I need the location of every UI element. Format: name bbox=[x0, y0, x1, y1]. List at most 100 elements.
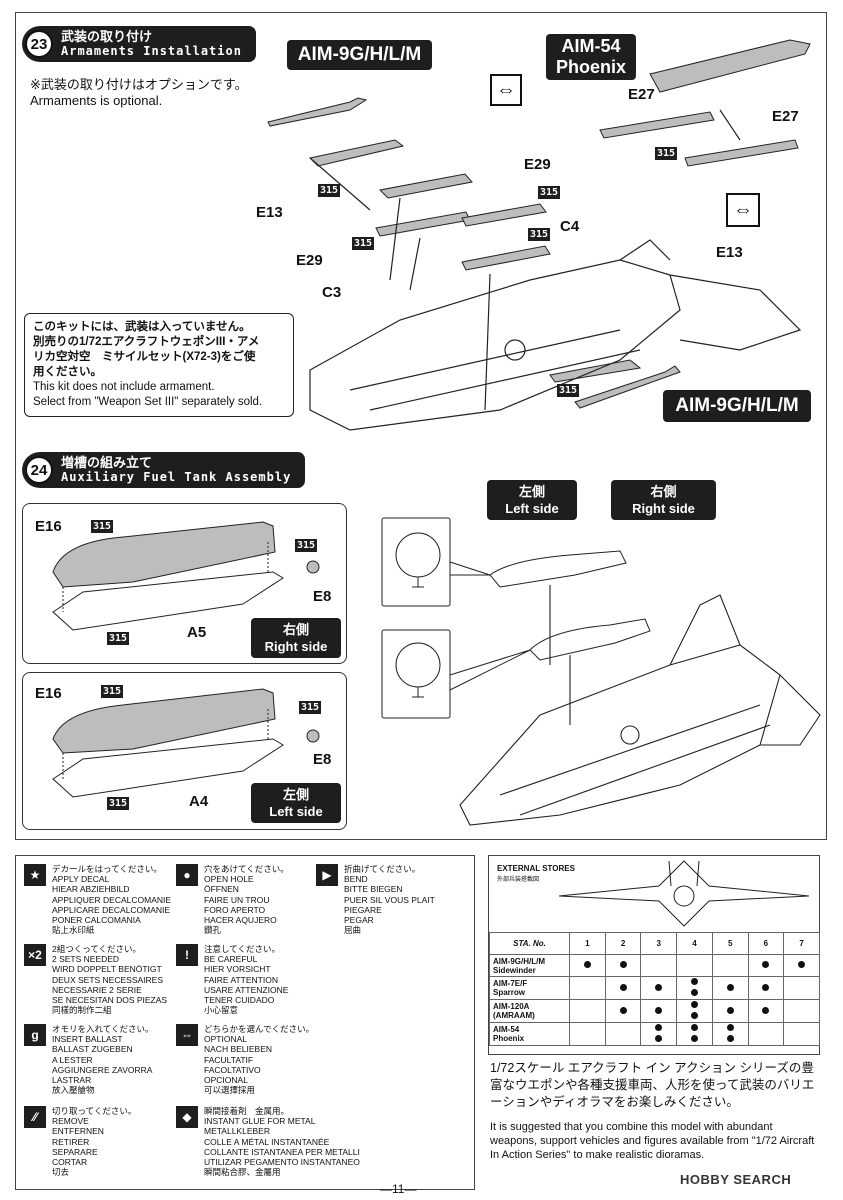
station-cell bbox=[604, 976, 642, 1000]
legend-line: デカールをはってください。 bbox=[52, 864, 162, 874]
store-name: AIM-120A(AMRAAM) bbox=[489, 999, 570, 1023]
legend-line: BALLAST ZUGEBEN bbox=[52, 1044, 133, 1055]
store-dot bbox=[690, 978, 698, 985]
optional-note: ※武装の取り付けはオプションです。 Armaments is optional. bbox=[30, 77, 248, 109]
store-dot bbox=[690, 989, 698, 996]
legend-line: APPLIQUER DECALCOMANIE bbox=[52, 894, 172, 905]
station-cell bbox=[640, 976, 678, 1000]
legend-line: COLLE A MÉTAL INSTANTANÉE bbox=[204, 1136, 330, 1147]
part-label: E29 bbox=[524, 156, 551, 173]
aim54-label: AIM-54 Phoenix bbox=[546, 34, 636, 80]
legend-line: NACH BELIEBEN bbox=[204, 1044, 273, 1055]
station-cell bbox=[640, 999, 678, 1023]
store-dot bbox=[690, 1012, 698, 1019]
step-23-number: 23 bbox=[25, 30, 53, 58]
station-cell bbox=[783, 1022, 820, 1046]
store-dot bbox=[762, 983, 770, 991]
part-label: E8 bbox=[313, 588, 332, 605]
aim9-bottom-label: AIM-9G/H/L/M bbox=[663, 390, 811, 422]
optional-icon: ⇔ bbox=[490, 74, 522, 106]
paint-badge: 315 bbox=[655, 147, 678, 160]
left-tank-drawing bbox=[52, 688, 320, 798]
paint-badge: 315 bbox=[299, 701, 322, 714]
step-24-number: 24 bbox=[25, 456, 53, 484]
paint-badge: 315 bbox=[538, 186, 561, 199]
instant-glue-icon: ◆ bbox=[176, 1106, 198, 1128]
station-cell bbox=[783, 999, 820, 1023]
two-sets-icon: ×2 bbox=[24, 944, 46, 966]
store-name-line: Sidewinder bbox=[493, 965, 536, 975]
legend-line: HIER VORSICHT bbox=[204, 964, 271, 975]
legend-line: FACOLTATIVO bbox=[204, 1064, 261, 1075]
legend-line: 2組つくってください。 bbox=[52, 944, 142, 954]
legend-line: BE CAREFUL bbox=[204, 954, 258, 965]
external-stores-subtitle: 外部兵装搭載図 bbox=[497, 877, 540, 883]
paint-badge: 315 bbox=[107, 632, 130, 645]
no-armament-note: このキットには、武装は入っていません。 別売りの1/72エアクラフトウェポンII… bbox=[24, 313, 294, 417]
legend-line: PUER SIL VOUS PLAIT bbox=[344, 894, 435, 905]
legend-line: HACER AQUJERO bbox=[204, 915, 277, 926]
promo-text-en: It is suggested that you combine this mo… bbox=[490, 1121, 815, 1161]
legend-line: DEUX SETS NECESSAIRES bbox=[52, 974, 164, 985]
station-cell bbox=[569, 954, 606, 977]
legend-line: CORTAR bbox=[52, 1157, 88, 1168]
optional-note-jp: ※武装の取り付けはオプションです。 bbox=[30, 77, 248, 92]
store-dot bbox=[619, 1006, 627, 1014]
paint-badge: 315 bbox=[528, 228, 551, 241]
station-number: 5 bbox=[711, 932, 749, 955]
store-dot bbox=[726, 1035, 734, 1042]
right-side-tag: 右側 Right side bbox=[611, 480, 716, 520]
store-name-line: AIM-120A bbox=[493, 1002, 530, 1011]
store-dot bbox=[619, 983, 627, 991]
part-label: E27 bbox=[628, 86, 655, 103]
legend-line: ENTFERNEN bbox=[52, 1126, 104, 1137]
store-dot bbox=[762, 961, 770, 968]
legend-line: 鑽孔 bbox=[204, 925, 222, 936]
left-side-label-en: Left side bbox=[269, 804, 323, 819]
station-cell bbox=[747, 976, 785, 1000]
aim9-top-label: AIM-9G/H/L/M bbox=[287, 40, 432, 70]
legend-line: FAIRE ATTENTION bbox=[204, 974, 278, 985]
legend-line: 小心留意 bbox=[204, 1005, 239, 1016]
optional-note-en: Armaments is optional. bbox=[30, 93, 163, 108]
left-side-tag-en: Left side bbox=[505, 501, 559, 516]
store-dot bbox=[726, 1006, 734, 1014]
aim54-label-line2: Phoenix bbox=[555, 57, 626, 77]
store-dot bbox=[655, 1024, 663, 1031]
store-name-line: (AMRAAM) bbox=[493, 1011, 535, 1020]
store-dot bbox=[583, 961, 591, 968]
part-label: E13 bbox=[716, 244, 743, 261]
right-side-tag-jp: 右側 bbox=[650, 484, 677, 499]
left-side-tag: 左側 Left side bbox=[487, 480, 577, 520]
note-en-line: This kit does not include armament. bbox=[33, 381, 215, 393]
note-jp-line: このキットには、武装は入っていません。 bbox=[33, 321, 251, 333]
station-number: 1 bbox=[569, 932, 606, 955]
right-side-label-en: Right side bbox=[264, 639, 328, 654]
legend-line: OPCIONAL bbox=[204, 1075, 248, 1086]
legend-line: 同樣的制作二組 bbox=[52, 1005, 112, 1016]
store-dot bbox=[619, 961, 627, 968]
open-hole-icon: ● bbox=[176, 864, 198, 886]
legend-line: REMOVE bbox=[52, 1116, 89, 1127]
fuel-tank-aircraft-illustration bbox=[381, 517, 821, 826]
legend-line: 屈曲 bbox=[344, 925, 362, 936]
paint-badge: 315 bbox=[318, 184, 341, 197]
store-dot bbox=[655, 1035, 663, 1042]
legend-line: 可以選擇採用 bbox=[204, 1085, 256, 1096]
station-cell bbox=[711, 1022, 749, 1046]
station-number: 2 bbox=[604, 932, 642, 955]
legend-line: 瞬間粘合膠、金屬用 bbox=[204, 1167, 281, 1178]
insert-ballast-icon: g bbox=[24, 1024, 46, 1046]
legend-line: AGGIUNGERE ZAVORRA bbox=[52, 1064, 153, 1075]
right-side-label-jp: 右側 bbox=[282, 622, 309, 637]
store-name-line: AIM-7E/F bbox=[493, 979, 528, 988]
promo-text-jp: 1/72スケール エアクラフト イン アクション シリーズの豊富なウエポンや各種… bbox=[490, 1061, 815, 1109]
note-jp-line: リカ空対空 ミサイルセット(X72-3)をご使 bbox=[33, 351, 256, 363]
